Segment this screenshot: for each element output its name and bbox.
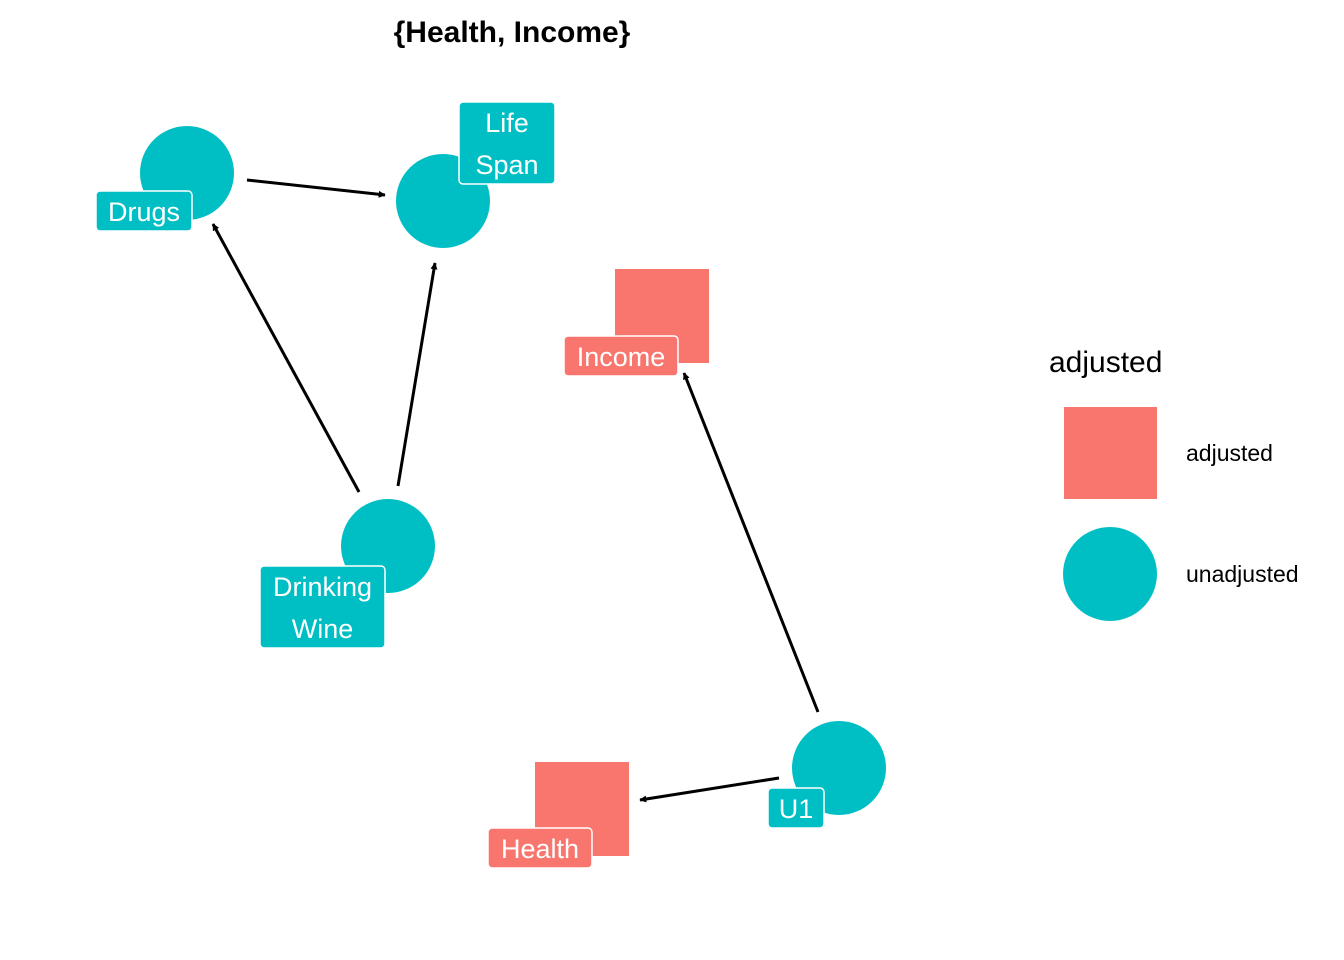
node-u1[interactable]: U1 [767, 721, 886, 829]
edge-u1-to-health [639, 776, 780, 803]
node-health[interactable]: Health [487, 762, 629, 869]
edge-layer [211, 178, 820, 803]
node-health-label-box [487, 827, 593, 869]
plot-title: {Health, Income} [394, 16, 631, 49]
legend-key-circle [1063, 527, 1157, 621]
edge-drinkingwine-to-lifespan [396, 262, 438, 487]
node-drinkingwine-label-line: Drinking [273, 572, 372, 602]
legend-key-square [1064, 407, 1157, 499]
node-drugs[interactable]: Drugs [95, 126, 234, 232]
node-drugs-label-line: Drugs [108, 197, 180, 227]
node-lifespan-label-line: Span [475, 150, 538, 180]
node-drinkingwine-label-line: Wine [292, 614, 354, 644]
node-health-label-line: Health [501, 834, 579, 864]
node-u1-label-line: U1 [779, 794, 814, 824]
node-lifespan-label-box [458, 101, 556, 185]
legend-title: adjusted [1049, 346, 1162, 379]
node-drinkingwine-label-box [259, 565, 386, 649]
node-drugs-label-box [95, 190, 193, 232]
node-income-label-line: Income [577, 342, 666, 372]
edge-drinkingwine-to-drugs [211, 223, 361, 493]
legend: adjusted adjusted unadjusted [1049, 346, 1299, 621]
legend-label: unadjusted [1186, 561, 1299, 587]
node-u1-label-box [767, 787, 825, 829]
legend-item-unadjusted: unadjusted [1063, 527, 1299, 621]
legend-item-adjusted: adjusted [1064, 407, 1273, 499]
node-income-label-box [563, 335, 679, 377]
node-lifespan-label-line: Life [485, 108, 529, 138]
edge-u1-to-income [682, 372, 820, 713]
edge-drugs-to-lifespan [246, 178, 386, 198]
node-income[interactable]: Income [563, 269, 709, 377]
legend-label: adjusted [1186, 440, 1273, 466]
